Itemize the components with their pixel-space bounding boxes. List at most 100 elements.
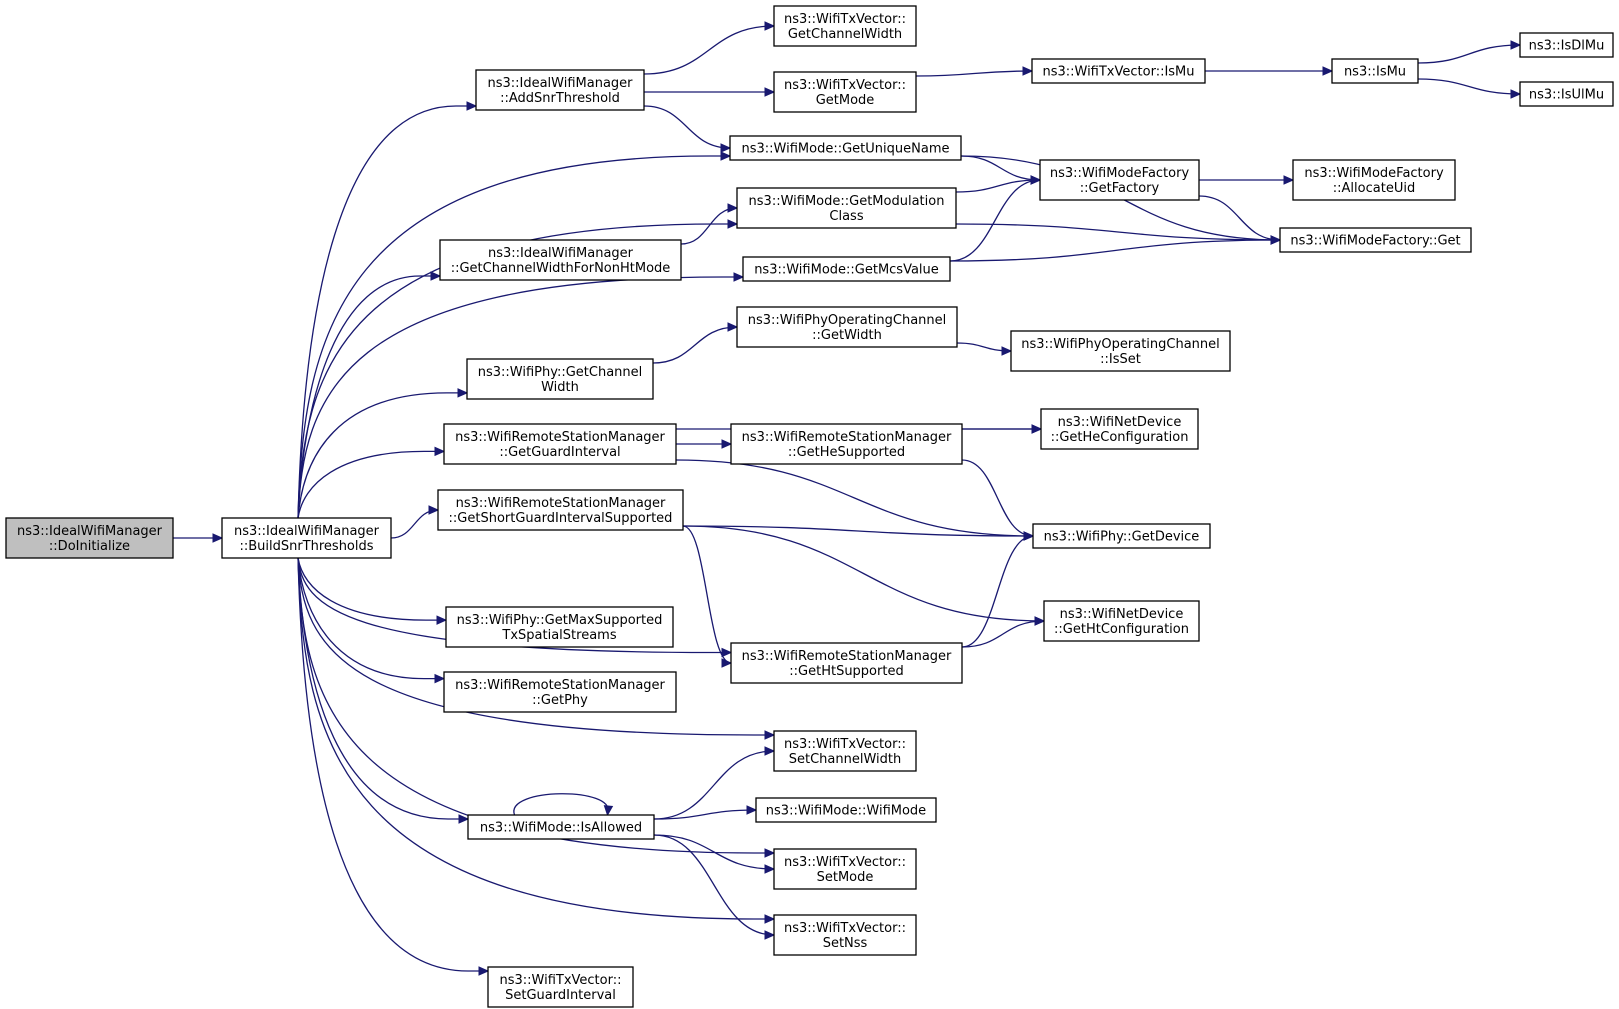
node-htconf[interactable]: ns3::WifiNetDevice::GetHtConfiguration [1043, 600, 1200, 642]
node-wifimode[interactable]: ns3::WifiMode::WifiMode [755, 797, 937, 823]
node-box [443, 423, 677, 465]
node-cwnonht[interactable]: ns3::IdealWifiManager::GetChannelWidthFo… [439, 239, 682, 281]
arrow-head [434, 673, 446, 684]
node-label-line: ns3::WifiRemoteStationManager [742, 430, 952, 445]
edge-guard-to-hesup [676, 439, 733, 449]
node-mcs[interactable]: ns3::WifiMode::GetMcsValue [742, 256, 951, 282]
node-box [1331, 58, 1419, 84]
node-label-line: ns3::WifiPhy::GetMaxSupported [457, 613, 663, 628]
node-label-line: ::GetChannelWidthForNonHtMode [451, 261, 671, 276]
node-box [1519, 32, 1614, 58]
arrow-head [478, 966, 490, 976]
node-build[interactable]: ns3::IdealWifiManager::BuildSnrThreshold… [221, 517, 392, 559]
node-box [742, 256, 951, 282]
node-label-line: ::DoInitialize [49, 539, 130, 554]
node-getdevice[interactable]: ns3::WifiPhy::GetDevice [1032, 523, 1211, 549]
node-isallowed[interactable]: ns3::WifiMode::IsAllowed [467, 814, 655, 840]
node-htsup[interactable]: ns3::WifiRemoteStationManager::GetHtSupp… [730, 642, 963, 684]
edge-line [297, 275, 440, 519]
node-label-line: ns3::IsDlMu [1529, 39, 1605, 54]
node-box [437, 489, 684, 531]
node-ismu[interactable]: ns3::IsMu [1331, 58, 1419, 84]
node-txcw[interactable]: ns3::WifiTxVector::GetChannelWidth [773, 5, 917, 47]
node-hesup[interactable]: ns3::WifiRemoteStationManager::GetHeSupp… [730, 423, 963, 465]
node-label-line: ns3::WifiNetDevice [1060, 607, 1184, 622]
node-txgm[interactable]: ns3::WifiTxVector::GetMode [773, 71, 917, 113]
edge-hesup-to-heconf [961, 424, 1043, 434]
edge-line [961, 620, 1045, 648]
edge-line [682, 525, 1034, 537]
node-label-line: ns3::WifiTxVector::IsMu [1042, 65, 1194, 80]
arrow-head [603, 805, 614, 817]
edge-line [297, 392, 467, 519]
node-shortgi[interactable]: ns3::WifiRemoteStationManager::GetShortG… [437, 489, 684, 531]
node-label-line: ns3::WifiMode::GetMcsValue [754, 263, 939, 278]
node-box [729, 135, 962, 161]
node-phycw[interactable]: ns3::WifiPhy::GetChannelWidth [466, 358, 654, 400]
edge-line [297, 557, 444, 680]
node-opisset[interactable]: ns3::WifiPhyOperatingChannel::IsSet [1010, 330, 1231, 372]
node-setcw[interactable]: ns3::WifiTxVector::SetChannelWidth [773, 730, 917, 772]
node-box [773, 5, 917, 47]
edge-addsnr-to-txcw [643, 21, 776, 75]
node-setnss[interactable]: ns3::WifiTxVector::SetNss [773, 914, 917, 956]
node-label-line: ::BuildSnrThresholds [239, 539, 373, 554]
node-box [730, 423, 963, 465]
node-label-line: ns3::IdealWifiManager [487, 76, 633, 91]
edge-build-to-setmode [297, 557, 776, 858]
node-label-line: ns3::IsUlMu [1529, 88, 1604, 103]
node-doinit[interactable]: ns3::IdealWifiManager::DoInitialize [5, 517, 174, 559]
node-isdlmu[interactable]: ns3::IsDlMu [1519, 32, 1614, 58]
edge-line [297, 557, 774, 854]
edge-build-to-shortgi [390, 505, 440, 539]
edge-build-to-isallowed [297, 557, 470, 824]
arrow-head [764, 730, 776, 740]
node-maxss[interactable]: ns3::WifiPhy::GetMaxSupportedTxSpatialSt… [445, 606, 674, 648]
edge-isallowed-to-wifimode [653, 805, 758, 820]
edge-line [675, 459, 1034, 537]
node-label-line: ::GetHeSupported [788, 445, 905, 460]
node-label-line: ns3::IdealWifiManager [17, 524, 163, 539]
edge-line [643, 25, 775, 75]
node-label-line: ns3::WifiRemoteStationManager [456, 496, 666, 511]
arrow-head [764, 746, 776, 756]
arrow-head [434, 446, 446, 457]
node-heconf[interactable]: ns3::WifiNetDevice::GetHeConfiguration [1040, 408, 1199, 450]
node-label-line: ns3::IdealWifiManager [488, 246, 634, 261]
node-label-line: ns3::WifiPhyOperatingChannel [1021, 337, 1220, 352]
node-box [773, 71, 917, 113]
arrow-head [764, 87, 776, 97]
node-opwidth[interactable]: ns3::WifiPhyOperatingChannel::GetWidth [736, 306, 958, 348]
edge-ismu-to-isulmu [1417, 78, 1522, 99]
node-setgi[interactable]: ns3::WifiTxVector::SetGuardInterval [487, 966, 634, 1008]
edge-build-to-getphy [297, 557, 446, 684]
node-box [1032, 523, 1211, 549]
node-label-line: ns3::WifiModeFactory::Get [1290, 234, 1460, 249]
edge-line [1417, 78, 1521, 95]
edge-line [949, 179, 1041, 262]
arrow-head [721, 658, 733, 668]
node-setmode[interactable]: ns3::WifiTxVector::SetMode [773, 848, 917, 890]
edge-isallowed-to-setnss [653, 834, 776, 940]
node-txismu[interactable]: ns3::WifiTxVector::IsMu [1031, 58, 1206, 84]
node-allocuid[interactable]: ns3::WifiModeFactory::AllocateUid [1292, 159, 1456, 201]
edge-line [390, 509, 439, 539]
node-getfactory[interactable]: ns3::WifiModeFactory::GetFactory [1039, 159, 1200, 201]
arrow-head [746, 805, 758, 815]
node-label-line: ns3::WifiPhy::GetChannel [478, 365, 643, 380]
arrow-head [1023, 531, 1035, 541]
node-factget[interactable]: ns3::WifiModeFactory::Get [1279, 227, 1472, 253]
arrow-head [1322, 66, 1334, 76]
node-uniq[interactable]: ns3::WifiMode::GetUniqueName [729, 135, 962, 161]
node-addsnr[interactable]: ns3::IdealWifiManager::AddSnrThreshold [475, 69, 645, 111]
arrow-head [720, 151, 732, 161]
edge-line [297, 557, 488, 972]
edge-build-to-mcs [297, 272, 745, 519]
node-label-line: ns3::WifiMode::IsAllowed [480, 821, 642, 836]
node-label-line: ::AddSnrThreshold [500, 91, 620, 106]
node-isulmu[interactable]: ns3::IsUlMu [1519, 81, 1614, 107]
node-guard[interactable]: ns3::WifiRemoteStationManager::GetGuardI… [443, 423, 677, 465]
edge-shortgi-to-htconf [682, 525, 1046, 626]
node-getphy[interactable]: ns3::WifiRemoteStationManager::GetPhy [443, 671, 677, 713]
